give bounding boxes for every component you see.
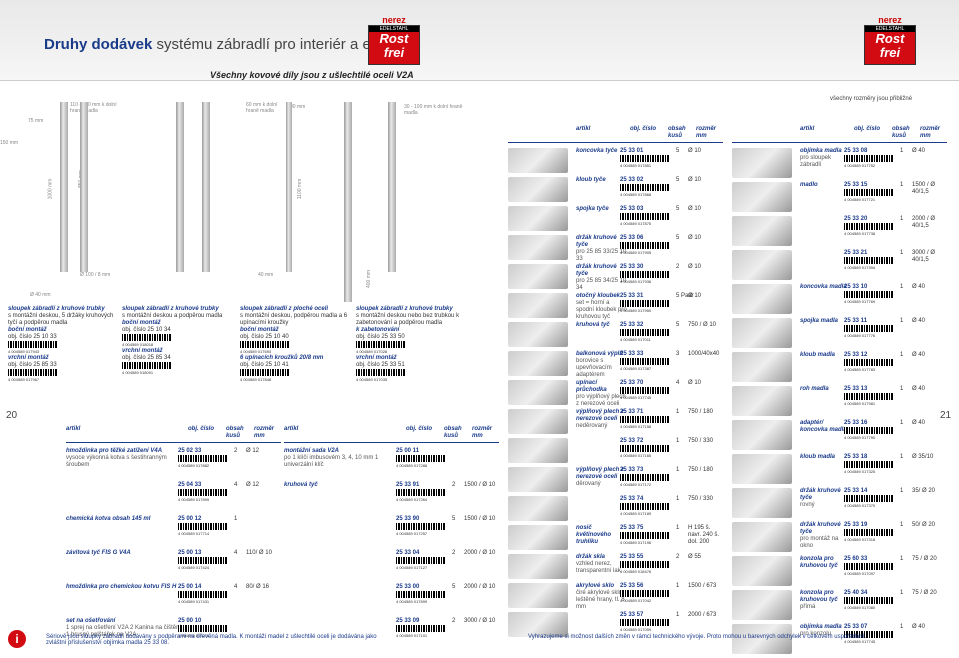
- product-photo: [732, 522, 792, 552]
- product-photo: [732, 624, 792, 654]
- page-title: Druhy dodávek systému zábradlí pro inter…: [44, 36, 413, 53]
- product-photo: [732, 420, 792, 450]
- product-photo: [732, 352, 792, 382]
- product-photo: [732, 386, 792, 416]
- product-photo: [508, 177, 568, 202]
- info-icon: i: [8, 630, 26, 648]
- footer-left: Sériově jsou sloupky zábradlí dodávány s…: [46, 634, 377, 646]
- product-photo: [508, 380, 568, 405]
- product-photo: [732, 216, 792, 246]
- product-photo: [732, 318, 792, 348]
- posts-diagram: 75 mm 150 mm 110 - 160 mm k dolní hraně …: [0, 96, 470, 302]
- product-photo: [508, 496, 568, 521]
- product-photo: [508, 264, 568, 289]
- product-photo: [732, 182, 792, 212]
- product-photo: [508, 467, 568, 492]
- dimension-note: všechny rozměry jsou přibližné: [830, 96, 913, 102]
- product-photo: [508, 612, 568, 637]
- product-photo: [508, 351, 568, 376]
- product-photo: [508, 148, 568, 173]
- product-photo: [508, 409, 568, 434]
- product-photo: [508, 235, 568, 260]
- product-photo: [508, 583, 568, 608]
- product-photo: [732, 556, 792, 586]
- product-photo: [732, 250, 792, 280]
- product-photo: [508, 322, 568, 347]
- page-subtitle: Všechny kovové díly jsou z ušlechtilé oc…: [210, 70, 414, 80]
- product-photo: [732, 590, 792, 620]
- product-photo: [732, 488, 792, 518]
- page-number-right: 21: [940, 410, 952, 421]
- product-photo: [508, 293, 568, 318]
- product-photo: [508, 525, 568, 550]
- product-photo: [732, 284, 792, 314]
- header-band: [0, 0, 959, 81]
- product-photo: [508, 554, 568, 579]
- product-photo: [508, 438, 568, 463]
- product-photo: [508, 206, 568, 231]
- footer-right: Vyhrazujeme si možnost dalších změn v rá…: [528, 634, 866, 640]
- page-number-left: 20: [6, 410, 18, 421]
- product-photo: [732, 454, 792, 484]
- product-photo: [732, 148, 792, 178]
